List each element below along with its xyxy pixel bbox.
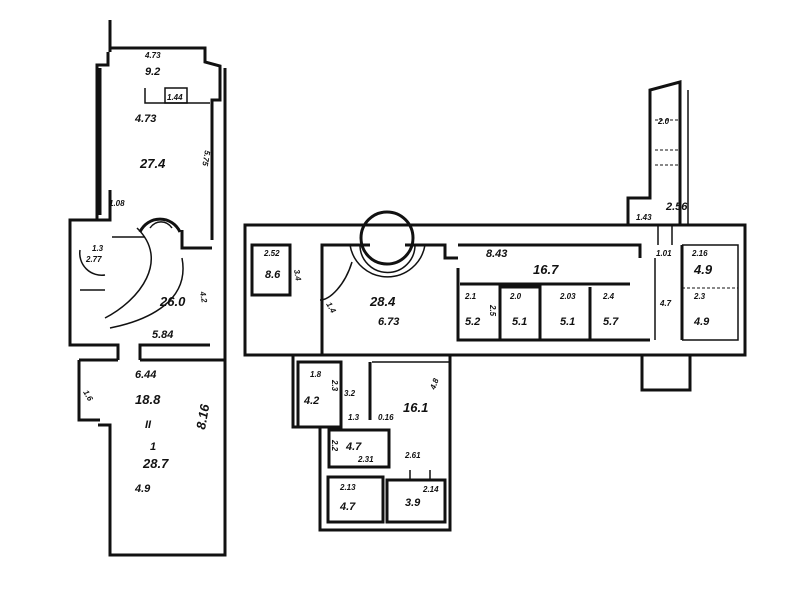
dim-label: 1.01	[656, 249, 672, 258]
dim-label: 0.16	[378, 413, 394, 422]
area-label: 5.7	[603, 316, 619, 328]
dim-label: 4.7	[659, 299, 672, 308]
area-label: 5.1	[560, 316, 575, 328]
area-label: 9.2	[145, 66, 160, 78]
area-label: 4.7	[339, 501, 356, 513]
dim-label: 5.84	[152, 329, 173, 341]
dim-label: 2.0	[509, 292, 522, 301]
dim-label: 2.5	[488, 304, 497, 317]
room-index: 1	[150, 441, 156, 453]
dim-label: 2.31	[357, 455, 374, 464]
dim-label: 2.52	[263, 249, 280, 258]
left-building	[68, 20, 227, 557]
area-label: 8.6	[265, 269, 281, 281]
dim-label: 1.3	[92, 244, 104, 253]
area-label: 16.7	[533, 262, 559, 277]
dim-label: 2.4	[602, 292, 615, 301]
area-label: 3.9	[405, 497, 421, 509]
dim-label: 1.8	[310, 370, 322, 379]
dim-label: 5.75	[200, 150, 212, 167]
area-label: 16.1	[403, 400, 428, 415]
dim-label: 4.2	[198, 290, 209, 304]
dim-label: 1.6	[81, 389, 95, 404]
dim-label: 1.43	[636, 213, 652, 222]
dim-label: 6.44	[135, 369, 156, 381]
area-label: 4.9	[693, 316, 710, 328]
dim-label: 3.4	[292, 269, 303, 282]
dim-label: 4.9	[134, 483, 151, 495]
dim-label: 2.16	[691, 249, 708, 258]
dim-label: 3.2	[344, 389, 356, 398]
area-label: 4.2	[303, 395, 319, 407]
dim-label: 2.2	[330, 439, 339, 452]
dim-label: 4.8	[428, 377, 441, 392]
area-label: 2.0	[657, 117, 670, 126]
area-label: 28.7	[142, 456, 169, 471]
area-label: 2.77	[85, 255, 102, 264]
area-label: 4.9	[693, 262, 713, 277]
bay-step	[164, 87, 188, 104]
area-label: 27.4	[139, 156, 166, 171]
dim-label: 1.08	[109, 199, 125, 208]
area-label: 4.7	[345, 441, 362, 453]
dim-label: 2.03	[559, 292, 576, 301]
left-labels: 4.73 9.2 1.44 4.73 27.4 5.75 1.08 1.3 2.…	[81, 51, 212, 495]
room-marker: II	[145, 419, 152, 431]
dim-label: 2.1	[464, 292, 477, 301]
dim-label: 6.73	[378, 316, 399, 328]
area-label: 26.0	[159, 294, 186, 309]
right-labels: 2.52 8.6 3.4 28.4 6.73 1.4 8.43 16.7 2.1…	[263, 117, 713, 513]
dim-label: 8.16	[193, 402, 212, 430]
area-label: 18.8	[135, 392, 161, 407]
right-building	[243, 80, 747, 532]
round-stair-top	[138, 217, 182, 233]
dim-label: 2.61	[404, 451, 421, 460]
area-label: 5.1	[512, 316, 527, 328]
dim-label: 2.3	[693, 292, 706, 301]
dim-label: 4.73	[144, 51, 161, 60]
dim-label: 8.43	[486, 248, 507, 260]
dim-label: 2.13	[339, 483, 356, 492]
dim-label: 1.3	[348, 413, 360, 422]
dim-label: 2.14	[422, 485, 439, 494]
area-label: 28.4	[369, 294, 396, 309]
dim-label: 1.44	[167, 93, 183, 102]
dim-label: 2.3	[330, 379, 339, 392]
dim-label: 2.56	[665, 201, 688, 213]
dim-label: 1.4	[324, 301, 338, 316]
dim-label: 4.73	[134, 113, 156, 125]
area-label: 5.2	[465, 316, 480, 328]
